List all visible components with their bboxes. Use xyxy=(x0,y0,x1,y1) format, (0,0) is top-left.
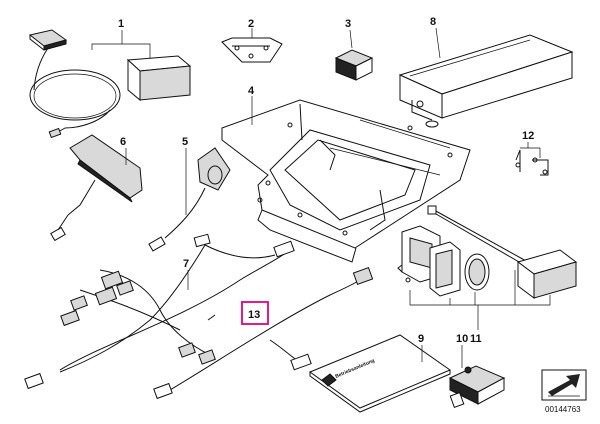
diagram-ref-icon xyxy=(541,369,587,401)
part-3-label: 3 xyxy=(345,18,351,30)
part-6-mount xyxy=(50,134,143,242)
part-6-label: 6 xyxy=(120,136,126,148)
part-8-control-unit xyxy=(398,27,574,128)
part-13-label: 13 xyxy=(248,309,260,321)
part-9-label: 9 xyxy=(418,333,424,345)
part-13-cable xyxy=(153,266,374,400)
part-5-label: 5 xyxy=(182,136,188,148)
part-12-label: 12 xyxy=(522,130,534,142)
part-11-label: 11 xyxy=(470,333,482,345)
part-9-booklet: Betriebsanleitung xyxy=(308,334,452,413)
part-10-module xyxy=(448,345,506,408)
part-11-parts xyxy=(397,205,578,330)
diagram-ref-number: 00144763 xyxy=(545,405,581,414)
part-7-label: 7 xyxy=(183,258,189,270)
part-1-label: 1 xyxy=(118,18,124,30)
part-2-label: 2 xyxy=(248,18,254,30)
part-7-harness xyxy=(24,233,295,390)
part-1-antenna xyxy=(28,29,192,139)
part-8-label: 8 xyxy=(430,16,436,28)
part-4-label: 4 xyxy=(248,85,255,97)
part-13-highlight-box xyxy=(241,301,269,325)
part-3-plug xyxy=(334,29,374,81)
part-5-microphone xyxy=(148,147,231,252)
part-12-clips xyxy=(515,142,549,176)
part-10-label: 10 xyxy=(456,333,468,345)
part-4-frame xyxy=(221,96,471,263)
part-2-bracket xyxy=(221,28,283,63)
